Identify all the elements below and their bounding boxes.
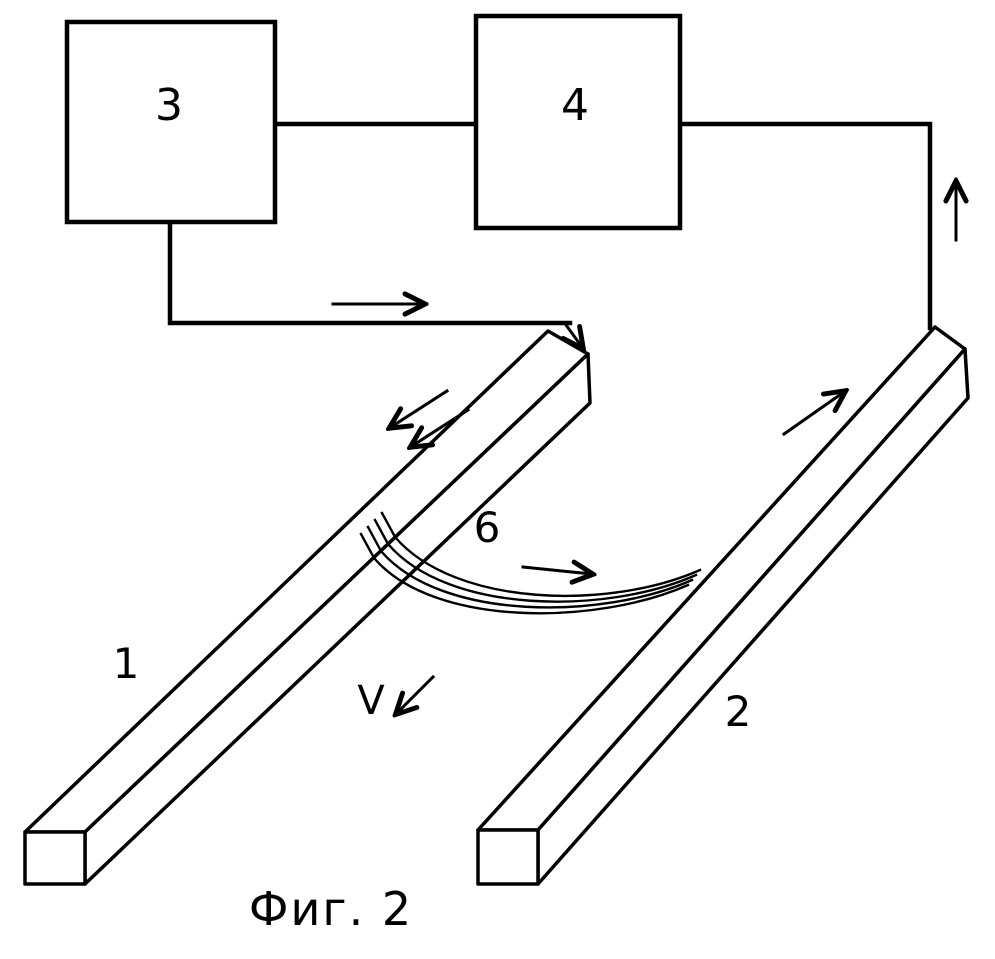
blocks [64,13,683,231]
rail-1-top-face [23,329,590,834]
current-arrows [331,183,956,713]
current-arrow-rail2 [781,392,844,437]
conductor-arc [366,525,694,609]
wiring [167,121,933,331]
block-4-box [473,13,683,231]
conductor-arc [373,518,698,603]
current-arrow-rail1-a [391,388,450,427]
rail-2 [476,325,970,886]
block-3-box [64,19,278,225]
current-arrow-conductor [521,567,591,574]
block-3-label: 3 [155,80,183,131]
wire-block4-to-rail2 [677,121,933,331]
current-arrow-rail1-entry [566,322,582,347]
rail-2-side-face [536,347,970,886]
conductor-arc [380,511,702,598]
diagram-ink-layer [23,13,970,886]
wire-block3-to-rail1 [167,219,573,326]
rail-1 [23,329,592,886]
conductor-6-label: 6 [474,503,501,552]
current-arrow-rail1-b [412,407,471,446]
rail-2-label: 2 [725,687,752,736]
conductor-6-arcs [359,511,702,615]
rail-2-end-face [476,828,540,886]
velocity-arrow [397,674,436,713]
velocity-label: V [357,678,385,724]
block-4-label: 4 [561,80,589,131]
conductor-arc [359,532,690,615]
figure-caption: Фиг. 2 [249,882,413,936]
rail-1-end-face [23,830,87,886]
rail-1-label: 1 [113,639,140,688]
